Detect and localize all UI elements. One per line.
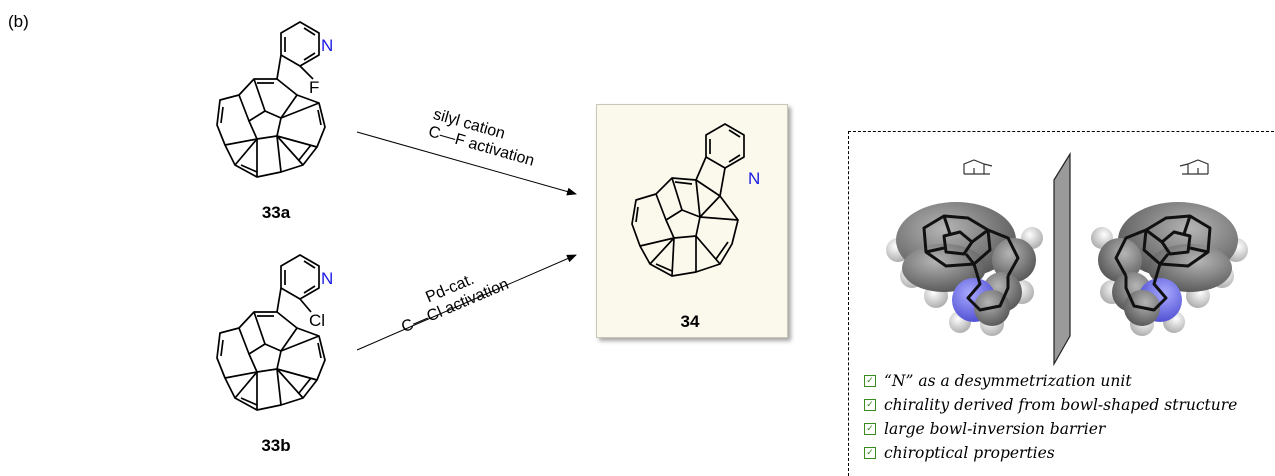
feature-text: chirality derived from bowl-shaped struc… (884, 396, 1238, 414)
product-34-structure: N (631, 123, 760, 277)
checkbox-checked-icon: ✓ (864, 447, 876, 459)
chlorine-atom-label: Cl (309, 311, 325, 330)
panel-label: (b) (8, 12, 29, 31)
mini-structure-icon-right (1179, 159, 1209, 175)
model-enantiomer-left (886, 202, 1043, 336)
checkbox-checked-icon: ✓ (864, 375, 876, 387)
product-box (596, 104, 788, 338)
feature-item: ✓ chirality derived from bowl-shaped stru… (864, 393, 1237, 417)
mirror-plane (1053, 151, 1071, 367)
nitrogen-atom-label: N (321, 36, 333, 55)
checkbox-checked-icon: ✓ (864, 399, 876, 411)
feature-list: ✓ “N” as a desymmetrization unit ✓ chirali… (864, 369, 1237, 465)
nitrogen-atom-label: N (748, 169, 760, 188)
compound-label-33a: 33a (261, 203, 291, 222)
highlight-box (848, 131, 1274, 476)
mini-structure-icon-left (963, 159, 993, 175)
model-enantiomer-right (1091, 202, 1248, 336)
nitrogen-atom-label: N (321, 269, 333, 288)
compound-label-33b: 33b (261, 436, 291, 455)
reactant-33a-structure (216, 21, 326, 178)
checkbox-checked-icon: ✓ (864, 423, 876, 435)
compound-label-34: 34 (680, 312, 700, 331)
feature-text: “N” as a desymmetrization unit (884, 372, 1132, 390)
feature-text: large bowl-inversion barrier (884, 420, 1106, 438)
reactant-33b-structure (216, 254, 326, 411)
feature-text: chiroptical properties (884, 444, 1055, 462)
feature-item: ✓ large bowl-inversion barrier (864, 417, 1237, 441)
feature-item: ✓ chiroptical properties (864, 441, 1237, 465)
reactant-33b-atoms: N Cl (309, 269, 333, 330)
feature-item: ✓ “N” as a desymmetrization unit (864, 369, 1237, 393)
arrow-from-33b (356, 254, 577, 351)
reactant-33a-atoms: N F (309, 36, 333, 97)
arrow-from-33a (356, 131, 577, 196)
fluorine-atom-label: F (309, 78, 319, 97)
